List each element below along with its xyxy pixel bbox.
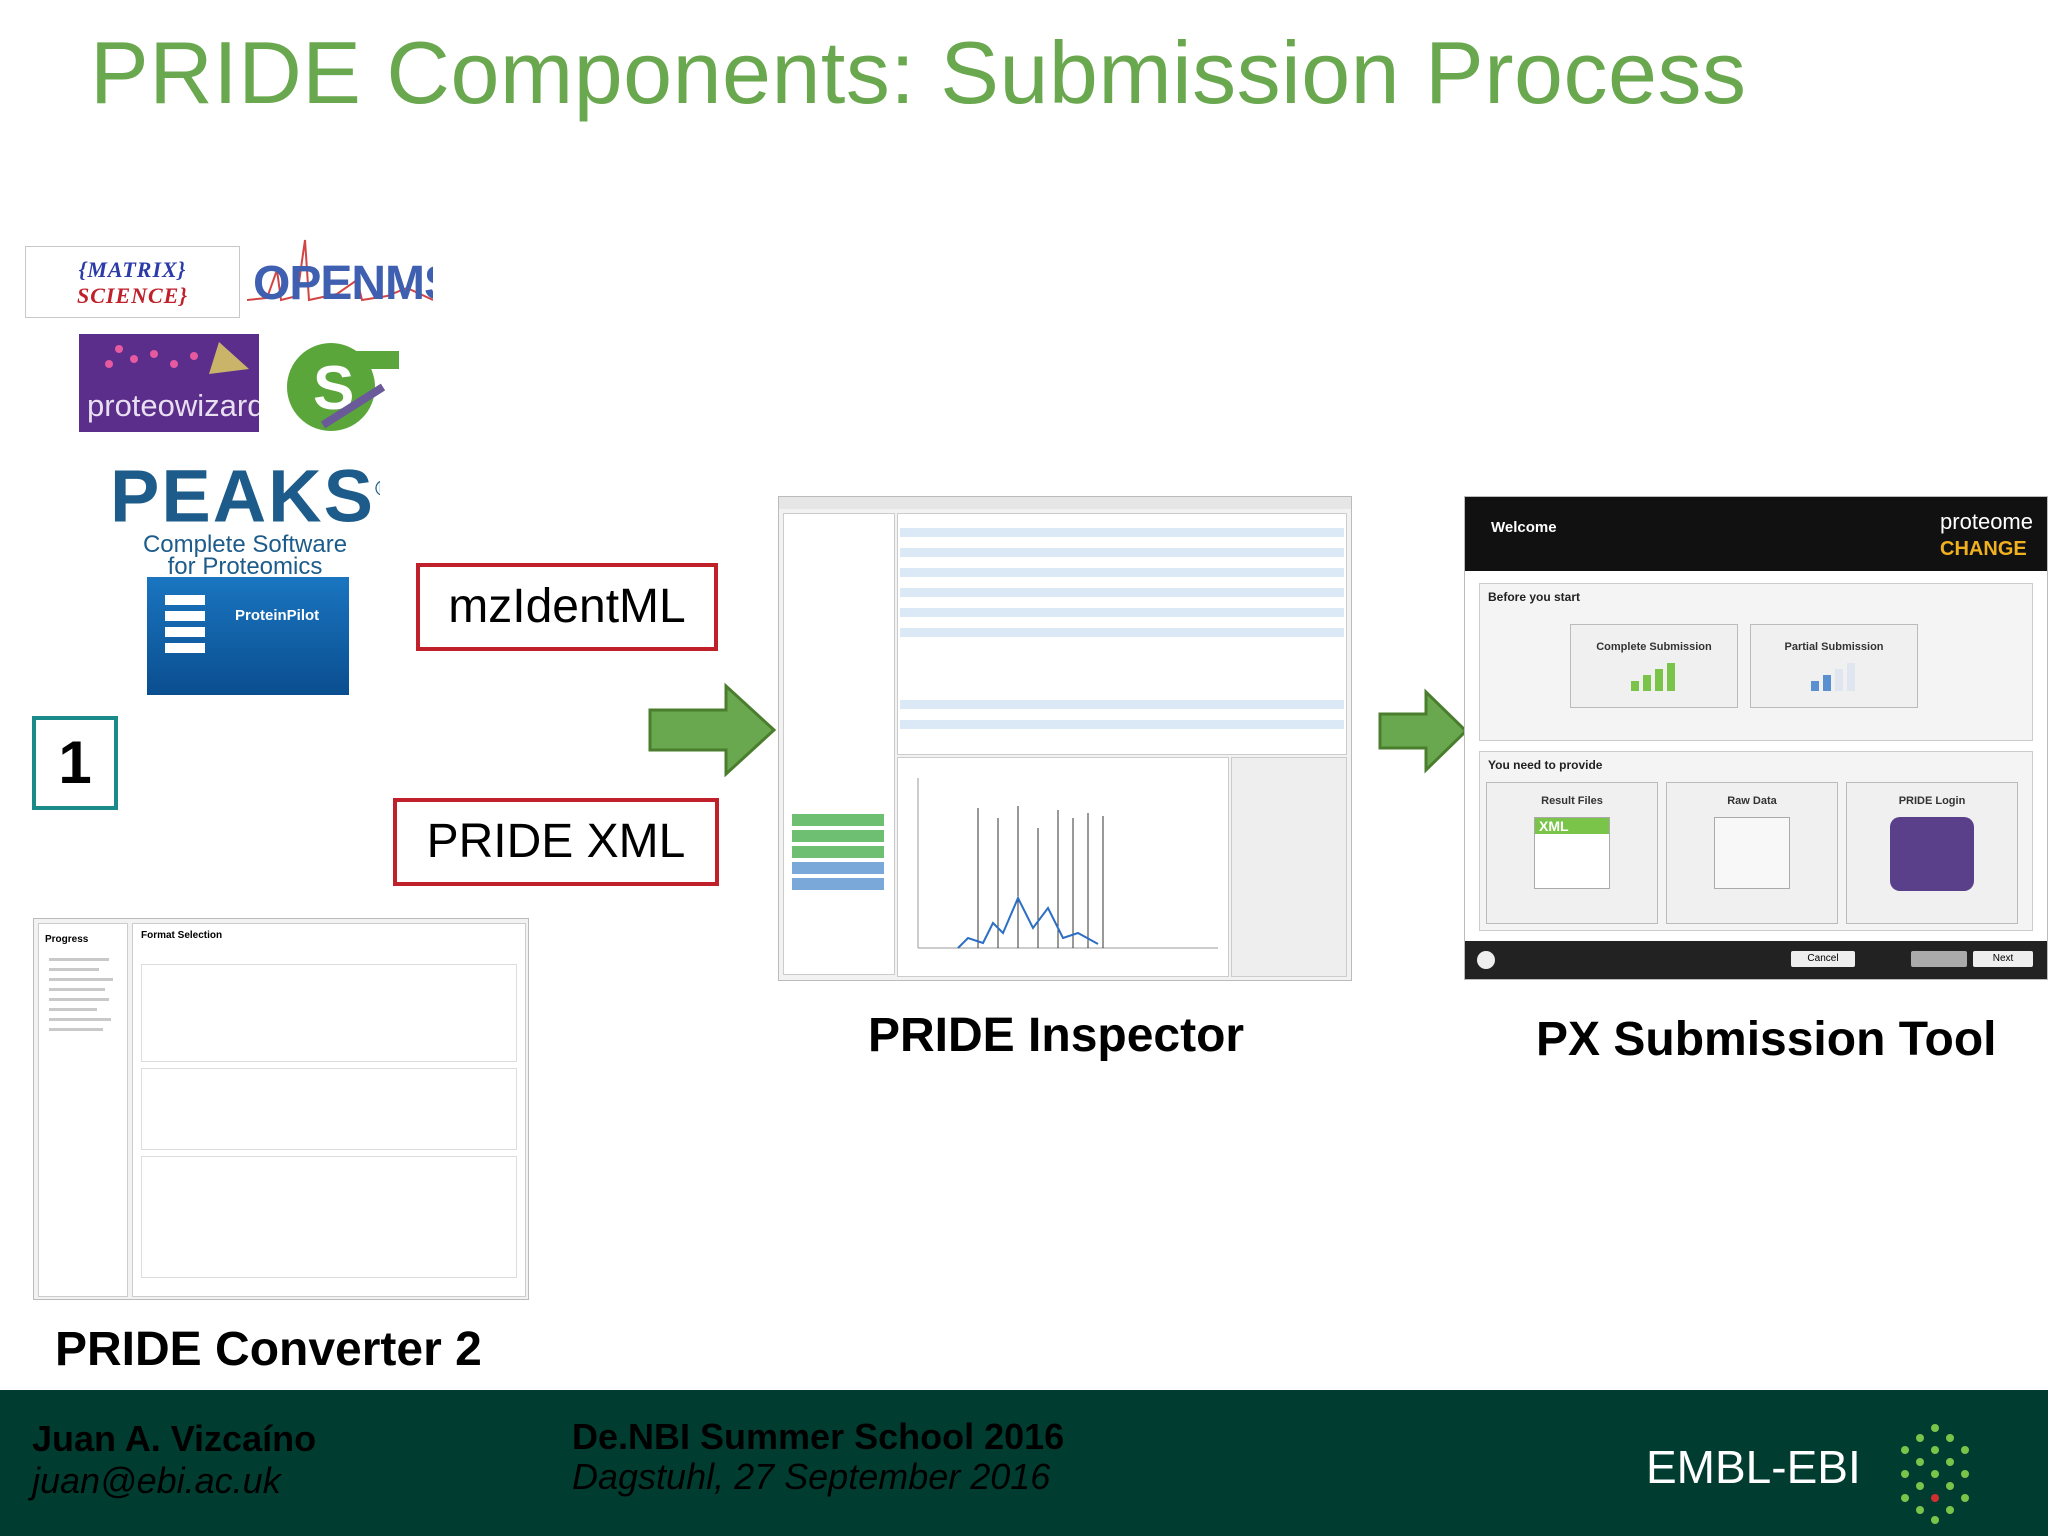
lock-icon bbox=[1890, 817, 1974, 891]
signal-bars-icon bbox=[1811, 663, 1855, 691]
px-before-start-section: Before you start Complete Submission Par… bbox=[1479, 583, 2033, 741]
converter-format-title: Format Selection bbox=[141, 930, 223, 941]
inspector-nav-item bbox=[792, 862, 884, 874]
px-provide-section: You need to provide Result Files XML Raw… bbox=[1479, 751, 2033, 931]
proteinpilot-logo-text: ProteinPilot bbox=[235, 607, 320, 624]
proteinpilot-logo: ProteinPilot bbox=[147, 577, 349, 695]
inspector-menubar bbox=[779, 497, 1351, 509]
px-provide-title: You need to provide bbox=[1488, 758, 1603, 772]
spectrum-icon bbox=[917, 778, 1218, 949]
raw-data-button[interactable]: Raw Data bbox=[1666, 782, 1838, 924]
px-before-start-title: Before you start bbox=[1488, 590, 1581, 604]
step-number-badge: 1 bbox=[32, 716, 118, 810]
raw-data-label: Raw Data bbox=[1727, 795, 1777, 807]
matrix-science-logo-line2: SCIENCE} bbox=[76, 283, 189, 308]
result-files-label: Result Files bbox=[1541, 795, 1603, 807]
matrix-science-logo: {MATRIX} SCIENCE} bbox=[25, 246, 240, 318]
footer-org-name: EMBL-EBI bbox=[1646, 1441, 1861, 1493]
result-files-button[interactable]: Result Files XML bbox=[1486, 782, 1658, 924]
xml-tag: XML bbox=[1535, 818, 1609, 834]
scaffold-logo: S bbox=[283, 337, 401, 437]
raw-document-icon bbox=[1714, 817, 1790, 889]
proteinpilot-icon bbox=[165, 595, 205, 653]
cancel-button[interactable]: Cancel bbox=[1791, 951, 1855, 967]
px-tool-caption: PX Submission Tool bbox=[1536, 1013, 1997, 1066]
converter-progress-title: Progress bbox=[45, 934, 89, 945]
pride-inspector-caption: PRIDE Inspector bbox=[868, 1009, 1245, 1062]
signal-bars-icon bbox=[1631, 663, 1675, 691]
proteomexchange-logo-bottom: CHANGE bbox=[1940, 538, 2027, 560]
px-welcome-text: Welcome bbox=[1491, 519, 1557, 536]
back-button[interactable] bbox=[1911, 951, 1967, 967]
partial-submission-label: Partial Submission bbox=[1784, 641, 1884, 653]
footer-author: Juan A. Vizcaíno bbox=[32, 1418, 317, 1459]
matrix-science-logo-line1: {MATRIX} bbox=[78, 257, 187, 282]
px-footer-bar: Cancel Next bbox=[1465, 941, 2047, 979]
scaffold-icon: S bbox=[287, 343, 399, 431]
peaks-registered-mark: ® bbox=[375, 476, 380, 501]
pride-login-button[interactable]: PRIDE Login bbox=[1846, 782, 2018, 924]
complete-submission-label: Complete Submission bbox=[1596, 641, 1712, 653]
inspector-nav-item bbox=[792, 878, 884, 890]
pride-inspector-screenshot bbox=[778, 496, 1352, 981]
converter-progress-panel: Progress bbox=[38, 923, 128, 1297]
footer-place-date: Dagstuhl, 27 September 2016 bbox=[572, 1456, 1051, 1497]
next-button[interactable]: Next bbox=[1973, 951, 2033, 967]
slide-title: PRIDE Components: Submission Process bbox=[90, 23, 1747, 122]
complete-submission-button[interactable]: Complete Submission bbox=[1570, 624, 1738, 708]
proteowizard-logo-text: proteowizard bbox=[87, 388, 259, 423]
pride-xml-format-label: PRIDE XML bbox=[393, 798, 719, 886]
inspector-nav-item bbox=[792, 846, 884, 858]
pride-converter-caption: PRIDE Converter 2 bbox=[55, 1323, 482, 1376]
footer-email: juan@ebi.ac.uk bbox=[32, 1460, 281, 1501]
openms-logo: OPENMS bbox=[247, 230, 433, 314]
help-icon[interactable] bbox=[1477, 951, 1495, 969]
inspector-nav-item bbox=[792, 814, 884, 826]
proteomexchange-logo-top: proteome bbox=[1940, 509, 2033, 534]
pride-converter-screenshot: Progress Format Selection bbox=[33, 918, 529, 1300]
inspector-sidebar bbox=[783, 513, 895, 975]
inspector-options-panel bbox=[1231, 757, 1347, 977]
inspector-nav-item bbox=[792, 830, 884, 842]
peaks-logo: PEAKS® Complete Software for Proteomics bbox=[110, 452, 380, 577]
mzidentml-format-label: mzIdentML bbox=[416, 563, 718, 651]
right-arrow-icon bbox=[1378, 688, 1469, 774]
peaks-tagline-1: Complete Software bbox=[142, 530, 348, 558]
xml-document-icon: XML bbox=[1534, 817, 1610, 889]
inspector-spectrum-chart bbox=[897, 757, 1229, 977]
right-arrow-icon bbox=[648, 682, 777, 778]
footer-event: De.NBI Summer School 2016 bbox=[572, 1416, 1065, 1457]
embl-ebi-dots-icon bbox=[1901, 1424, 1969, 1524]
inspector-protein-table bbox=[897, 513, 1347, 755]
wizard-stars-icon bbox=[105, 342, 249, 374]
openms-logo-text: OPENMS bbox=[253, 257, 433, 310]
pride-login-label: PRIDE Login bbox=[1898, 795, 1966, 807]
proteowizard-logo: proteowizard bbox=[79, 334, 259, 432]
converter-format-panel: Format Selection bbox=[132, 923, 526, 1297]
peaks-logo-name: PEAKS bbox=[110, 454, 375, 538]
partial-submission-button[interactable]: Partial Submission bbox=[1750, 624, 1918, 708]
slide-footer: Juan A. Vizcaíno juan@ebi.ac.uk De.NBI S… bbox=[0, 1390, 2048, 1536]
peaks-tagline-2: for Proteomics bbox=[167, 552, 323, 577]
openms-spectrum-icon bbox=[247, 239, 433, 302]
